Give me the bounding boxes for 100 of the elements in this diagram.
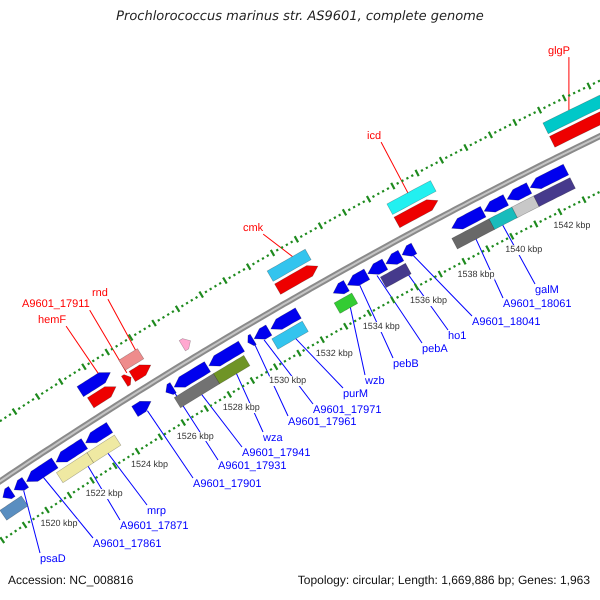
gene-label: ho1 bbox=[448, 330, 466, 342]
leader-line bbox=[295, 338, 344, 388]
gene-feature bbox=[85, 422, 114, 444]
gene-feature bbox=[380, 262, 412, 288]
gene-feature bbox=[549, 111, 600, 148]
gene-feature bbox=[2, 486, 16, 500]
gene-feature bbox=[386, 180, 436, 215]
gene-feature bbox=[208, 340, 246, 366]
gene-label: A9601_17911 bbox=[22, 298, 90, 310]
gene-feature bbox=[451, 206, 486, 230]
scale-label: 1530 kbp bbox=[269, 376, 306, 386]
gene-label: cmk bbox=[243, 222, 264, 234]
gene-label: wzb bbox=[365, 375, 385, 388]
gene-label: A9601_17961 bbox=[288, 416, 357, 428]
gene-feature bbox=[248, 334, 257, 346]
gene-feature bbox=[367, 258, 388, 275]
gene-feature bbox=[14, 476, 30, 491]
gene-feature bbox=[86, 386, 116, 408]
leader-line bbox=[359, 284, 394, 358]
gene-label: purM bbox=[343, 388, 368, 400]
gene-label: hemF bbox=[38, 314, 66, 326]
gene-label: rnd bbox=[92, 287, 108, 300]
gene-label: icd bbox=[367, 130, 382, 142]
leader-line bbox=[380, 142, 408, 194]
gene-feature bbox=[86, 434, 122, 464]
gene-label: glgP bbox=[548, 45, 570, 58]
leader-line bbox=[568, 56, 570, 111]
scale-label: 1528 kbp bbox=[222, 403, 260, 414]
gene-feature bbox=[266, 248, 312, 282]
gene-label: A9601_18041 bbox=[472, 316, 541, 328]
gene-feature bbox=[506, 182, 532, 201]
gene-feature bbox=[121, 374, 132, 387]
gene-label: A9601_17871 bbox=[120, 520, 189, 532]
gene-label: A9601_17931 bbox=[218, 460, 287, 472]
leader-line bbox=[43, 477, 94, 538]
leader-line bbox=[89, 310, 128, 374]
gene-feature bbox=[334, 292, 358, 314]
leader-line bbox=[254, 344, 288, 416]
gene-label: pebB bbox=[393, 358, 419, 370]
scale-label: 1534 kbp bbox=[362, 322, 400, 332]
scale-label: 1536 kbp bbox=[410, 296, 447, 306]
gene-label: galM bbox=[535, 284, 559, 296]
scale-label: 1538 kbp bbox=[457, 270, 495, 280]
scale-label: 1526 kbp bbox=[176, 432, 214, 442]
gene-feature bbox=[542, 94, 600, 134]
gene-feature bbox=[332, 280, 350, 294]
gene-label: A9601_17901 bbox=[193, 478, 262, 490]
leader-line bbox=[350, 307, 366, 376]
gene-feature bbox=[488, 206, 518, 230]
leader-line bbox=[201, 394, 242, 448]
gene-label: A9601_17861 bbox=[93, 538, 162, 550]
gene-feature bbox=[271, 320, 309, 350]
gene-feature bbox=[178, 338, 191, 352]
leader-line bbox=[476, 238, 504, 298]
gene-feature bbox=[131, 401, 152, 418]
scale-label: 1522 kbp bbox=[86, 489, 123, 500]
scale-label: 1520 kbp bbox=[40, 519, 78, 529]
leader-line bbox=[66, 326, 99, 374]
gene-feature bbox=[56, 452, 94, 484]
gene-feature bbox=[402, 242, 418, 257]
gene-feature bbox=[76, 372, 111, 398]
gene-feature bbox=[174, 361, 212, 388]
leader-line bbox=[23, 490, 40, 554]
title: Prochlorococcus marinus str. AS9601, complete genome bbox=[115, 10, 485, 24]
gene-feature bbox=[385, 250, 404, 265]
gene-feature bbox=[174, 373, 220, 408]
scale-label: 1532 kbp bbox=[316, 348, 353, 359]
footer-text: Topology: circular; Length: 1,669,886 bp; Genes: 1,963 bbox=[298, 574, 590, 588]
gene-feature bbox=[270, 307, 302, 330]
gene-feature bbox=[394, 199, 438, 228]
leader-line bbox=[146, 410, 194, 478]
footer-text: Accession: NC_008816 bbox=[8, 574, 134, 588]
gene-feature bbox=[213, 354, 250, 384]
leader-line bbox=[108, 452, 148, 506]
gene-feature bbox=[533, 177, 576, 207]
gene-label: A9601_18061 bbox=[503, 298, 572, 310]
gene-feature bbox=[118, 348, 144, 371]
scale-label: 1524 kbp bbox=[130, 460, 168, 470]
gene-feature bbox=[165, 382, 177, 395]
scale-label: 1540 kbp bbox=[505, 245, 542, 256]
gene-feature bbox=[0, 495, 28, 521]
gene-label: A9601_17941 bbox=[242, 447, 311, 460]
gene-label: mrp bbox=[147, 505, 166, 518]
leader-line bbox=[107, 298, 136, 350]
leader-line bbox=[412, 255, 472, 316]
gene-label: A9601_17971 bbox=[313, 404, 382, 416]
gene-label: wza bbox=[263, 432, 283, 444]
leader-line bbox=[376, 275, 422, 344]
gene-label: psaD bbox=[40, 553, 66, 566]
gene-feature bbox=[512, 196, 540, 218]
gene-label: pebA bbox=[422, 343, 448, 356]
gene-feature bbox=[274, 265, 318, 295]
gene-feature bbox=[346, 268, 370, 286]
gene-feature bbox=[26, 457, 59, 482]
gene-feature bbox=[530, 164, 570, 189]
gene-feature bbox=[254, 324, 272, 340]
gene-feature bbox=[484, 194, 509, 212]
gene-feature bbox=[128, 364, 152, 382]
leader-line bbox=[262, 234, 293, 257]
gene-feature bbox=[56, 438, 88, 462]
